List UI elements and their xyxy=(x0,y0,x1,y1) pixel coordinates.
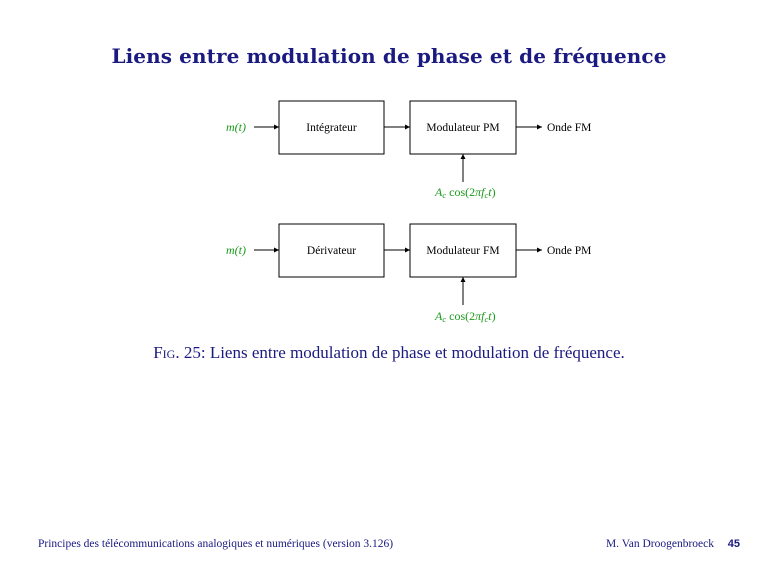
figure-caption-text: Liens entre modulation de phase et modul… xyxy=(209,343,625,362)
output-label: Onde PM xyxy=(547,245,591,257)
diagram-derivator-fm: m(t) Dérivateur Modulateur FM Onde PM Ac… xyxy=(226,223,591,324)
footer-course-title: Principes des télécommunications analogi… xyxy=(38,538,394,550)
figure-number: 25: xyxy=(183,343,206,362)
fm-modulator-label: Modulateur FM xyxy=(426,245,499,257)
derivator-label: Dérivateur xyxy=(307,245,356,257)
slide-title: Liens entre modulation de phase et de fr… xyxy=(111,44,667,68)
figure-label: Fig. xyxy=(153,343,180,362)
carrier-label: Ac cos(2πfct) xyxy=(434,309,496,324)
footer-author: M. Van Droogenbroeck xyxy=(605,538,714,550)
pm-modulator-label: Modulateur PM xyxy=(426,122,499,134)
figure-caption: Fig. 25: Liens entre modulation de phase… xyxy=(0,343,778,363)
integrator-label: Intégrateur xyxy=(306,122,357,134)
input-signal-label: m(t) xyxy=(226,243,246,257)
integrator-block xyxy=(278,100,385,155)
carrier-label: Ac cos(2πfct) xyxy=(434,185,496,200)
input-signal-label: m(t) xyxy=(226,120,246,134)
output-label: Onde FM xyxy=(547,122,591,134)
page-number: 45 xyxy=(727,538,740,550)
diagram-integrator-pm: m(t) Intégrateur Modulateur PM Onde FM A… xyxy=(226,100,591,200)
